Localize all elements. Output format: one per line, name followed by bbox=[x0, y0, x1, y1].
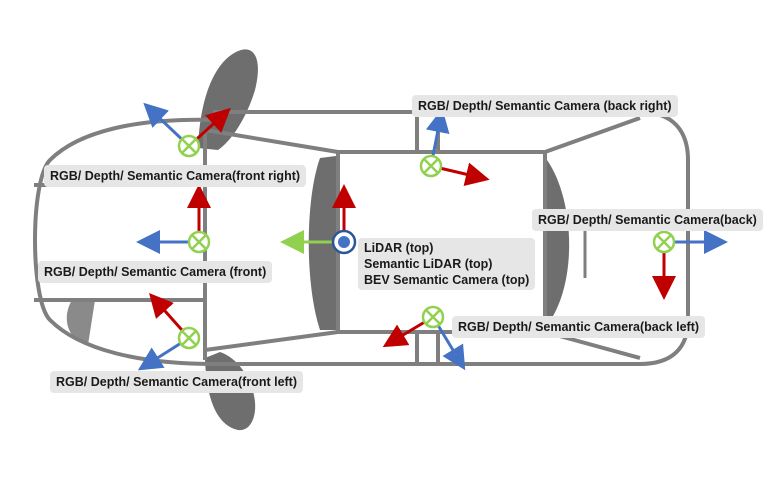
label-bev-camera: BEV Semantic Camera (top) bbox=[364, 273, 530, 287]
car-outline bbox=[33, 110, 690, 366]
circle-cross-icon bbox=[177, 326, 201, 350]
circle-cross-icon bbox=[419, 154, 443, 178]
circle-dot-icon bbox=[331, 229, 357, 255]
circle-cross-icon bbox=[652, 230, 676, 254]
rear-left-bump bbox=[66, 300, 95, 345]
rear-glass bbox=[547, 160, 570, 325]
label-back: RGB/ Depth/ Semantic Camera(back) bbox=[532, 209, 763, 231]
label-back-left: RGB/ Depth/ Semantic Camera(back left) bbox=[452, 316, 706, 338]
label-back-right: RGB/ Depth/ Semantic Camera (back right) bbox=[412, 95, 678, 117]
label-lidar: LiDAR (top) bbox=[364, 241, 434, 255]
camera-markers bbox=[177, 134, 676, 350]
circle-cross-icon bbox=[421, 305, 445, 329]
windshield-top bbox=[204, 128, 339, 154]
circle-cross-icon bbox=[187, 230, 211, 254]
circle-cross-icon bbox=[177, 134, 201, 158]
label-front: RGB/ Depth/ Semantic Camera (front) bbox=[38, 261, 273, 283]
label-semantic-lidar: Semantic LiDAR (top) bbox=[364, 257, 493, 271]
label-top-sensors: LiDAR (top) Semantic LiDAR (top) BEV Sem… bbox=[358, 238, 536, 290]
windshield-bottom bbox=[204, 330, 339, 352]
label-front-right: RGB/ Depth/ Semantic Camera(front right) bbox=[44, 165, 307, 187]
rear-top bbox=[544, 116, 641, 154]
label-front-left: RGB/ Depth/ Semantic Camera(front left) bbox=[50, 371, 304, 393]
